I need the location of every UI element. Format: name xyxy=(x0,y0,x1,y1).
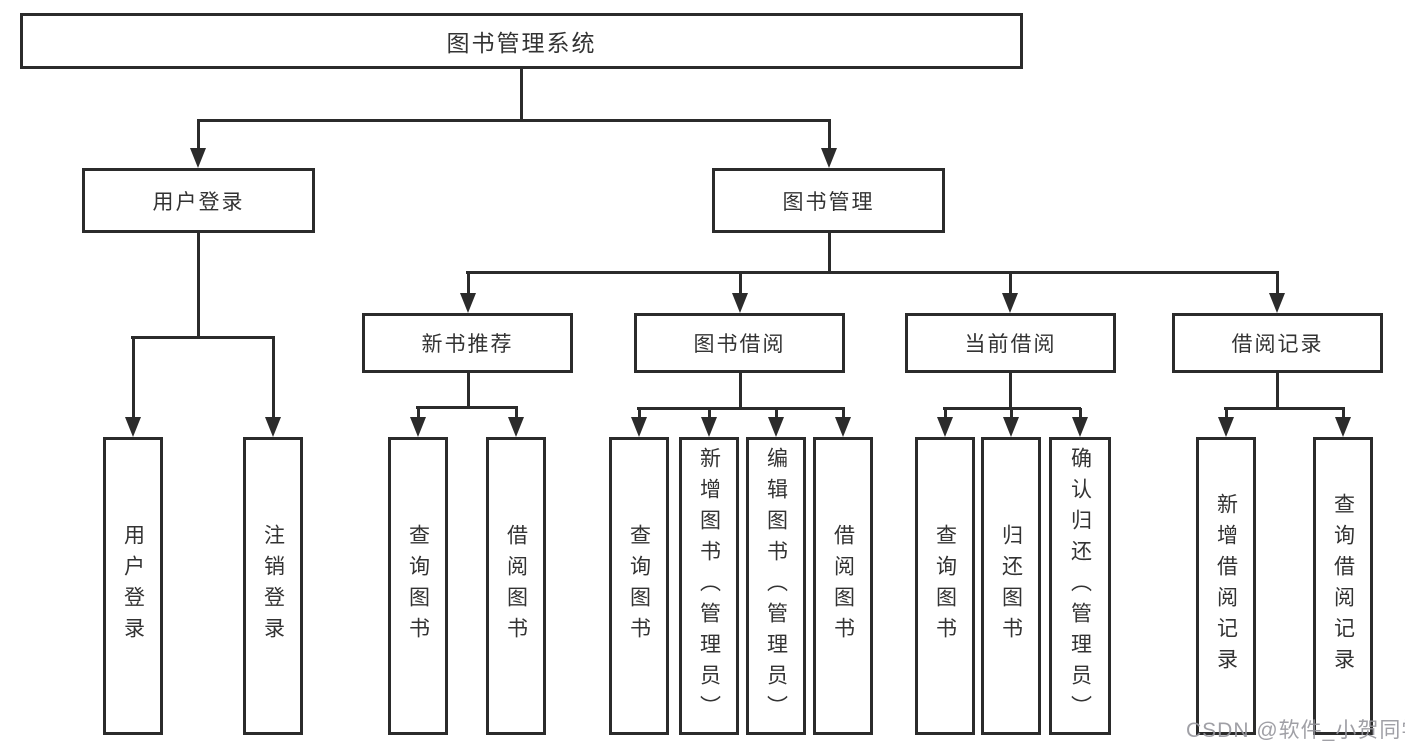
node-label: 新书推荐 xyxy=(421,333,514,356)
leaf-query-borrow-record: 查询借阅记录 xyxy=(1313,437,1373,735)
connector-vline xyxy=(417,407,420,421)
connector-vline xyxy=(272,337,275,421)
arrowhead-down-icon xyxy=(1003,417,1019,437)
connector-vline xyxy=(944,408,947,421)
connector-vline xyxy=(132,337,135,421)
arrowhead-down-icon xyxy=(937,417,953,437)
arrowhead-down-icon xyxy=(410,417,426,437)
connector-vline xyxy=(739,370,742,410)
leaf-add-books-admin: 新增图书（管理员） xyxy=(679,437,739,735)
node-label: 图书借阅 xyxy=(693,333,786,356)
arrowhead-down-icon xyxy=(1218,417,1234,437)
connector-vline xyxy=(1342,408,1345,421)
connector-vline xyxy=(1009,272,1012,297)
node-label: 图书管理 xyxy=(782,190,875,214)
node-label: 注销登录 xyxy=(261,524,285,648)
connector-vline xyxy=(515,407,518,421)
node-label: 用户登录 xyxy=(152,190,245,214)
connector-hline xyxy=(1224,407,1345,410)
leaf-query-books-current: 查询图书 xyxy=(915,437,975,735)
node-user-login: 用户登录 xyxy=(82,168,315,233)
node-label: 查询图书 xyxy=(627,524,651,648)
node-book-borrowing: 图书借阅 xyxy=(634,313,845,373)
node-label: 查询图书 xyxy=(406,524,430,648)
connector-vline xyxy=(197,230,200,339)
leaf-logout: 注销登录 xyxy=(243,437,303,735)
leaf-borrow-books: 借阅图书 xyxy=(813,437,873,735)
arrowhead-down-icon xyxy=(1002,293,1018,313)
arrowhead-down-icon xyxy=(265,417,281,437)
connector-vline xyxy=(1276,272,1279,297)
node-label: 当前借阅 xyxy=(964,333,1057,356)
connector-vline xyxy=(739,272,742,297)
connector-vline xyxy=(1276,370,1279,410)
connector-vline xyxy=(1079,408,1082,421)
connector-hline xyxy=(466,271,1279,274)
connector-vline xyxy=(828,120,831,152)
arrowhead-down-icon xyxy=(1072,417,1088,437)
arrowhead-down-icon xyxy=(732,293,748,313)
node-book-management: 图书管理 xyxy=(712,168,945,233)
connector-vline xyxy=(467,272,470,297)
connector-vline xyxy=(467,370,470,409)
node-label: 查询借阅记录 xyxy=(1331,493,1355,679)
csdn-watermark: CSDN @软件_小贺同学 xyxy=(1186,719,1405,742)
leaf-return-books: 归还图书 xyxy=(981,437,1041,735)
connector-hline xyxy=(197,119,831,122)
node-label: 查询图书 xyxy=(933,524,957,648)
connector-hline xyxy=(637,407,845,410)
node-label: 借阅图书 xyxy=(504,524,528,648)
arrowhead-down-icon xyxy=(701,417,717,437)
node-label: 编辑图书（管理员） xyxy=(764,446,788,726)
leaf-query-books-recommend: 查询图书 xyxy=(388,437,448,735)
arrowhead-down-icon xyxy=(508,417,524,437)
connector-vline xyxy=(638,408,641,421)
arrowhead-down-icon xyxy=(768,417,784,437)
node-label: 借阅记录 xyxy=(1231,333,1324,356)
arrowhead-down-icon xyxy=(125,417,141,437)
node-label: 新增借阅记录 xyxy=(1214,493,1238,679)
arrowhead-down-icon xyxy=(631,417,647,437)
node-new-book-recommend: 新书推荐 xyxy=(362,313,573,373)
connector-vline xyxy=(775,408,778,421)
leaf-user-login: 用户登录 xyxy=(103,437,163,735)
leaf-borrow-books-recommend: 借阅图书 xyxy=(486,437,546,735)
node-label: 确认归还（管理员） xyxy=(1068,446,1092,726)
arrowhead-down-icon xyxy=(460,293,476,313)
node-borrowing-records: 借阅记录 xyxy=(1172,313,1383,373)
node-label: 新增图书（管理员） xyxy=(697,446,721,726)
arrowhead-down-icon xyxy=(1335,417,1351,437)
connector-vline xyxy=(1225,408,1228,421)
node-library-management-system: 图书管理系统 xyxy=(20,13,1023,69)
leaf-query-books-borrowing: 查询图书 xyxy=(609,437,669,735)
node-label: 用户登录 xyxy=(121,524,145,648)
arrowhead-down-icon xyxy=(1269,293,1285,313)
connector-vline xyxy=(708,408,711,421)
connector-vline xyxy=(197,120,200,152)
connector-vline xyxy=(520,66,523,121)
node-label: 归还图书 xyxy=(999,524,1023,648)
connector-vline xyxy=(1010,408,1013,421)
leaf-confirm-return-admin: 确认归还（管理员） xyxy=(1049,437,1111,735)
node-label: 借阅图书 xyxy=(831,524,855,648)
connector-hline xyxy=(131,336,275,339)
node-label: 图书管理系统 xyxy=(446,30,597,56)
arrowhead-down-icon xyxy=(835,417,851,437)
arrowhead-down-icon xyxy=(821,148,837,168)
connector-hline xyxy=(416,406,518,409)
node-current-borrowing: 当前借阅 xyxy=(905,313,1116,373)
connector-vline xyxy=(1009,370,1012,410)
arrowhead-down-icon xyxy=(190,148,206,168)
leaf-add-borrow-record: 新增借阅记录 xyxy=(1196,437,1256,735)
connector-vline xyxy=(842,408,845,421)
connector-vline xyxy=(828,230,831,274)
leaf-edit-books-admin: 编辑图书（管理员） xyxy=(746,437,806,735)
